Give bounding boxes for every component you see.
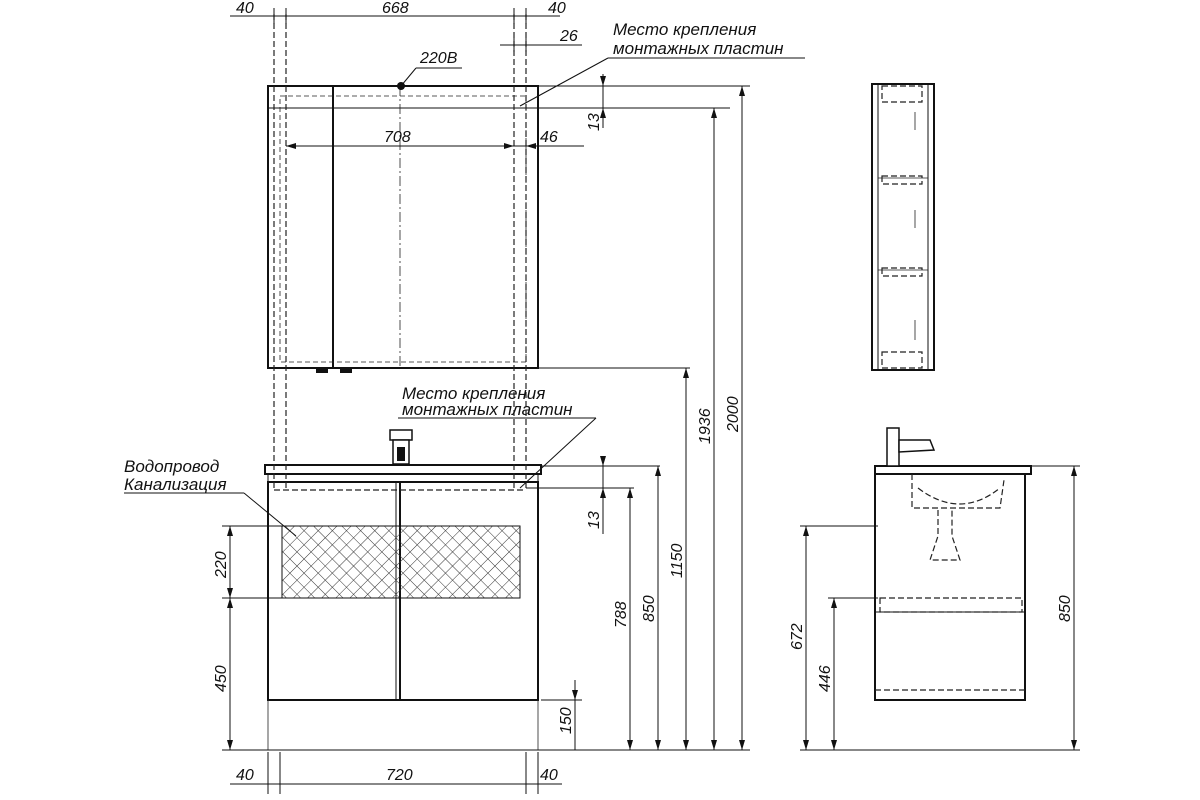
dim-446: 446 — [817, 665, 834, 692]
dim-inner-width: 708 — [384, 129, 411, 146]
dim-top-width: 668 — [382, 0, 409, 17]
plumbing-note: Водопровод Канализация — [124, 457, 297, 537]
dim-1150: 1150 — [669, 543, 686, 578]
faucet-side — [886, 427, 936, 467]
dim-plate-offset: 26 — [559, 28, 578, 45]
dim-850-side: 850 — [1057, 595, 1074, 622]
mounting-note-mid: Место крепления монтажных пластин — [398, 384, 597, 489]
dim-150: 150 — [558, 707, 575, 734]
side-dimensions: 672 446 850 — [789, 465, 1080, 751]
faucet-front — [389, 429, 413, 465]
mounting-mid-line1: Место крепления — [402, 384, 545, 403]
mounting-top-line2: монтажных пластин — [613, 39, 784, 58]
vertical-dimensions-left: 220 450 — [213, 525, 282, 751]
dim-bottom-left: 40 — [236, 767, 254, 784]
dim-450: 450 — [213, 665, 230, 692]
mounting-mid-line2: монтажных пластин — [402, 400, 573, 419]
vanity-side — [874, 465, 1032, 701]
dim-top-right: 40 — [548, 0, 566, 17]
vanity-front — [264, 464, 542, 751]
dim-top-left: 40 — [236, 0, 254, 17]
bottom-dimensions: 40 720 40 — [230, 752, 562, 794]
power-outlet: 220В — [397, 50, 462, 90]
dim-bottom-width: 720 — [386, 767, 413, 784]
dim-plate-gap-top: 13 — [526, 74, 750, 131]
dim-850-front: 850 — [641, 595, 658, 622]
dim-inner-right: 46 — [540, 129, 558, 146]
power-label: 220В — [419, 50, 458, 67]
mirror-cabinet-side — [871, 83, 935, 371]
dim-220: 220 — [213, 551, 230, 579]
mounting-guides-front — [273, 14, 527, 491]
plumbing-line2: Канализация — [124, 475, 227, 494]
dim-13-top: 13 — [586, 113, 603, 131]
top-dimensions: 40 668 40 26 708 46 — [230, 0, 584, 149]
mounting-top-line1: Место крепления — [613, 20, 756, 39]
dim-13-mid: 13 — [586, 511, 603, 529]
dim-672: 672 — [789, 623, 806, 650]
dim-1936: 1936 — [697, 408, 714, 444]
plumbing-line1: Водопровод — [124, 457, 219, 476]
dim-bottom-right: 40 — [540, 767, 558, 784]
dim-788: 788 — [613, 601, 630, 628]
dim-2000: 2000 — [725, 396, 742, 433]
vertical-dimensions-right: 13 788 850 1150 1936 2000 150 — [526, 86, 750, 751]
mounting-note-top: Место крепления монтажных пластин — [519, 20, 805, 107]
